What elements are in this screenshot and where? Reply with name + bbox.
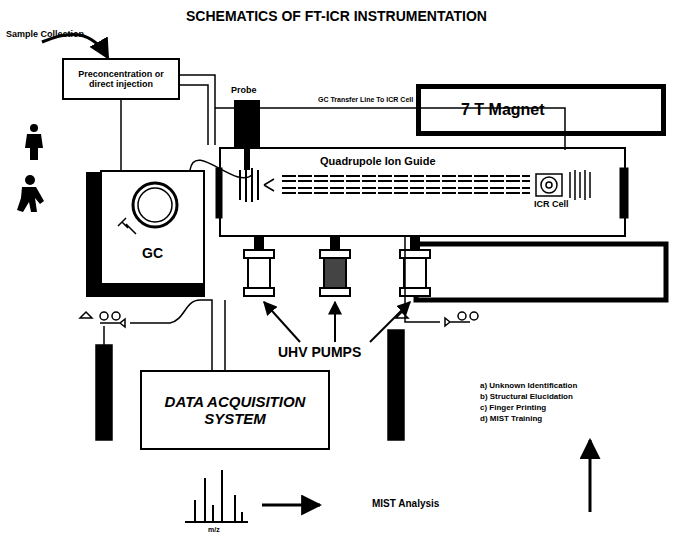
list-item: d) MIST Training bbox=[480, 415, 542, 424]
part-label: ICR Cell bbox=[532, 200, 571, 210]
icr-cell-symbol bbox=[536, 174, 562, 196]
gas-cylinder bbox=[100, 300, 200, 327]
gc-housing bbox=[138, 188, 172, 222]
icr-cell-symbol bbox=[541, 177, 557, 193]
mass-spectrum bbox=[241, 512, 243, 522]
mass-spectrum bbox=[221, 470, 223, 522]
gc-box: GC bbox=[100, 170, 205, 285]
uhv-pump bbox=[404, 258, 426, 288]
icr-cell-symbol bbox=[546, 182, 552, 188]
transfer-lines bbox=[200, 300, 212, 370]
uhv-pump bbox=[320, 250, 350, 258]
gas-cylinder bbox=[405, 236, 470, 326]
vacuum-chamber bbox=[620, 168, 628, 218]
gc-housing bbox=[100, 285, 205, 297]
uhv-pump bbox=[255, 236, 263, 250]
syringe bbox=[118, 218, 136, 234]
part-label: Quadrupole Ion Guide bbox=[318, 155, 438, 167]
uhv-pump bbox=[411, 236, 419, 250]
sample-label: Sample Collection bbox=[6, 30, 84, 40]
list-item: a) Unknown Identification bbox=[480, 382, 577, 391]
uhv-pump bbox=[244, 250, 274, 258]
pump-arrows bbox=[334, 302, 336, 342]
person-figures bbox=[30, 124, 38, 132]
node-text: 7 T Magnet bbox=[461, 101, 545, 119]
flow-arrows bbox=[262, 440, 590, 512]
mass-spectrum bbox=[212, 505, 214, 522]
process-label: MIST Analysis bbox=[372, 498, 439, 509]
person-figures bbox=[17, 124, 44, 212]
axis-label: m/z bbox=[208, 526, 220, 534]
pump-label: UHV PUMPS bbox=[278, 345, 361, 360]
gas-cylinder bbox=[80, 312, 104, 345]
mass-spectrum bbox=[204, 478, 206, 522]
gc-housing bbox=[86, 172, 205, 297]
gc-housing bbox=[86, 172, 100, 297]
gc-housing bbox=[133, 183, 177, 227]
gas-cylinder bbox=[100, 312, 108, 320]
person-figures bbox=[25, 134, 43, 160]
gas-cylinder bbox=[96, 345, 112, 440]
magnet-lower bbox=[416, 244, 666, 300]
acquisition-box: DATA ACQUISITION SYSTEM bbox=[140, 370, 330, 450]
node-text: Preconcentration or direct injection bbox=[67, 69, 175, 90]
connector bbox=[120, 100, 122, 170]
quadrupole-rods bbox=[282, 192, 530, 194]
mass-spectrum bbox=[185, 470, 248, 522]
gas-cylinder bbox=[112, 312, 120, 320]
probe bbox=[244, 148, 250, 170]
vacuum-chamber bbox=[220, 148, 625, 236]
uhv-pump bbox=[244, 288, 274, 296]
icr-cell-symbol bbox=[570, 170, 590, 200]
probe bbox=[234, 100, 260, 170]
syringe bbox=[118, 218, 136, 234]
transfer-lines bbox=[180, 75, 215, 145]
mass-spectrum bbox=[194, 500, 196, 522]
quadrupole-rods bbox=[282, 176, 530, 193]
magnet-lower bbox=[416, 244, 666, 300]
quadrupole-rods bbox=[282, 175, 530, 177]
list-item: b) Structural Elucidation bbox=[480, 393, 573, 402]
probe bbox=[234, 100, 260, 148]
pump-arrows bbox=[264, 302, 300, 342]
person-figures bbox=[25, 175, 35, 185]
vacuum-chamber bbox=[216, 148, 628, 236]
probe-label: Probe bbox=[231, 86, 257, 96]
uhv-pump bbox=[324, 258, 346, 288]
transfer-lines bbox=[180, 85, 208, 145]
uhv-pump bbox=[248, 258, 270, 288]
icr-cell-symbol bbox=[536, 170, 590, 200]
uhv-pump bbox=[331, 236, 339, 250]
uhv-pump bbox=[320, 288, 350, 296]
magnet-box: 7 T Magnet bbox=[416, 84, 666, 136]
gas-cylinder bbox=[470, 312, 478, 320]
flow-arrows bbox=[589, 440, 592, 512]
transfer-lines bbox=[180, 75, 565, 370]
process-box: Preconcentration or direct injection bbox=[62, 58, 180, 100]
node-text: DATA ACQUISITION SYSTEM bbox=[148, 393, 322, 428]
gas-cylinder bbox=[396, 312, 408, 318]
list-item: c) Finger Printing bbox=[480, 404, 546, 413]
mass-spectrum bbox=[234, 495, 236, 522]
title: SCHEMATICS OF FT-ICR INSTRUMENTATION bbox=[0, 8, 673, 24]
vacuum-chamber bbox=[264, 179, 274, 191]
gas-cylinder bbox=[458, 312, 466, 320]
quadrupole-rods bbox=[282, 180, 530, 182]
gas-cylinder bbox=[388, 330, 404, 440]
uhv-pump bbox=[244, 236, 430, 296]
vacuum-chamber bbox=[216, 168, 222, 218]
person-figures bbox=[17, 187, 44, 212]
flow-arrows bbox=[262, 504, 320, 507]
line-label: GC Transfer Line To ICR Cell bbox=[318, 96, 413, 104]
node-text: GC bbox=[142, 245, 163, 261]
transfer-lines bbox=[224, 300, 226, 370]
quadrupole-rods bbox=[282, 187, 530, 189]
vacuum-chamber bbox=[240, 168, 258, 202]
